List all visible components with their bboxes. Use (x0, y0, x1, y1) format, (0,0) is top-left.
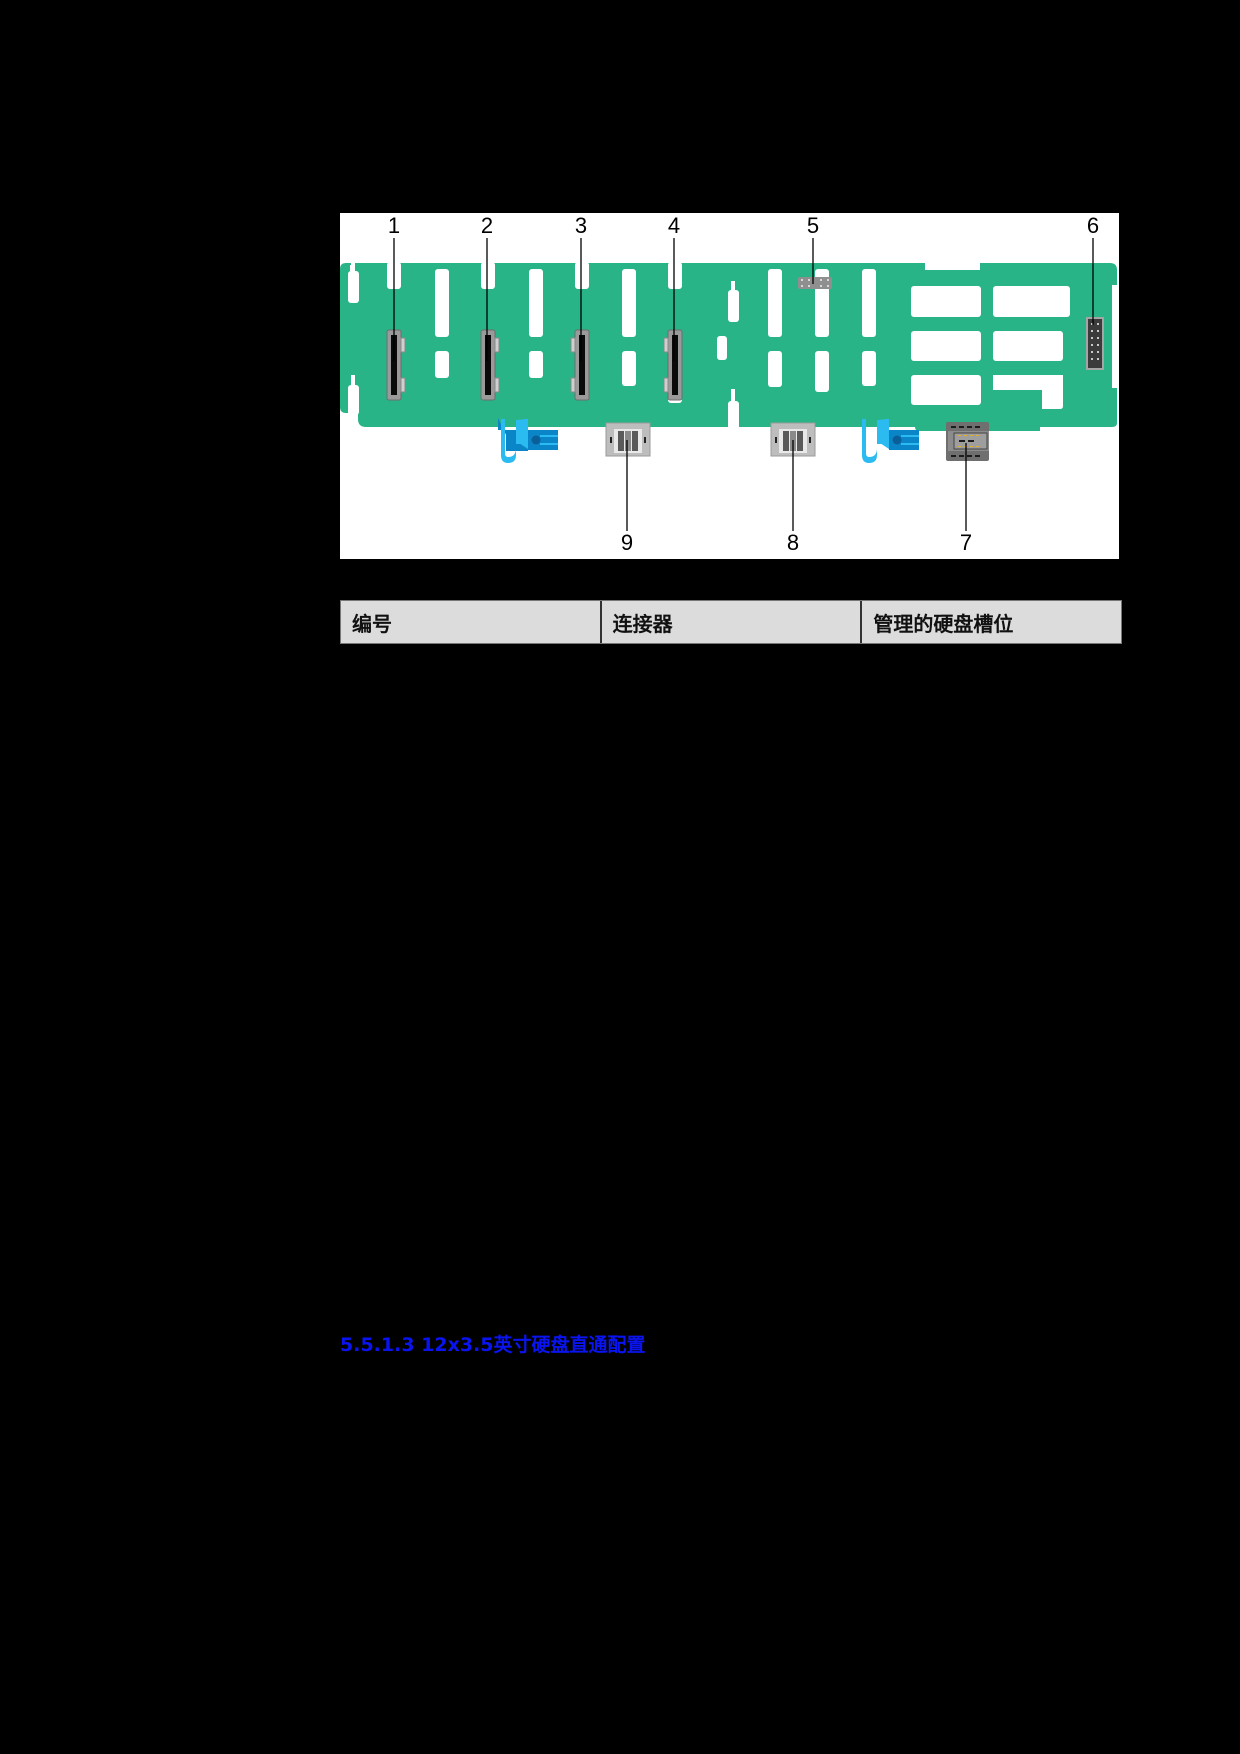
callout-2: 2 (480, 213, 494, 238)
slimline-connector-9 (605, 422, 651, 457)
callout-4: 4 (667, 213, 681, 238)
section-heading-link[interactable]: 5.5.1.3 12x3.5英寸硬盘直通配置 (340, 1334, 646, 1356)
callout-8: 8 (786, 530, 800, 555)
backplane-figure: 1 2 3 4 5 6 9 8 7 (340, 213, 1119, 559)
callout-3: 3 (574, 213, 588, 238)
callout-leader-lines (393, 238, 1094, 531)
latch-left (498, 418, 558, 463)
column-header-number: 编号 (352, 611, 392, 636)
callout-1: 1 (387, 213, 401, 238)
callout-7: 7 (959, 530, 973, 555)
latch-right (862, 419, 919, 463)
column-header-managed-slots: 管理的硬盘槽位 (860, 601, 1121, 643)
callout-9: 9 (620, 530, 634, 555)
vertical-connectors (386, 329, 683, 401)
callout-6: 6 (1086, 213, 1100, 238)
pin-header-connector-5 (798, 277, 832, 289)
connector-table-header: 编号 连接器 管理的硬盘槽位 (340, 600, 1122, 644)
callout-5: 5 (806, 213, 820, 238)
column-header-connector: 连接器 (599, 601, 861, 643)
pin-header-connector-6 (1086, 317, 1104, 370)
power-connector-7 (946, 422, 989, 461)
backplane-diagram (340, 238, 1119, 531)
